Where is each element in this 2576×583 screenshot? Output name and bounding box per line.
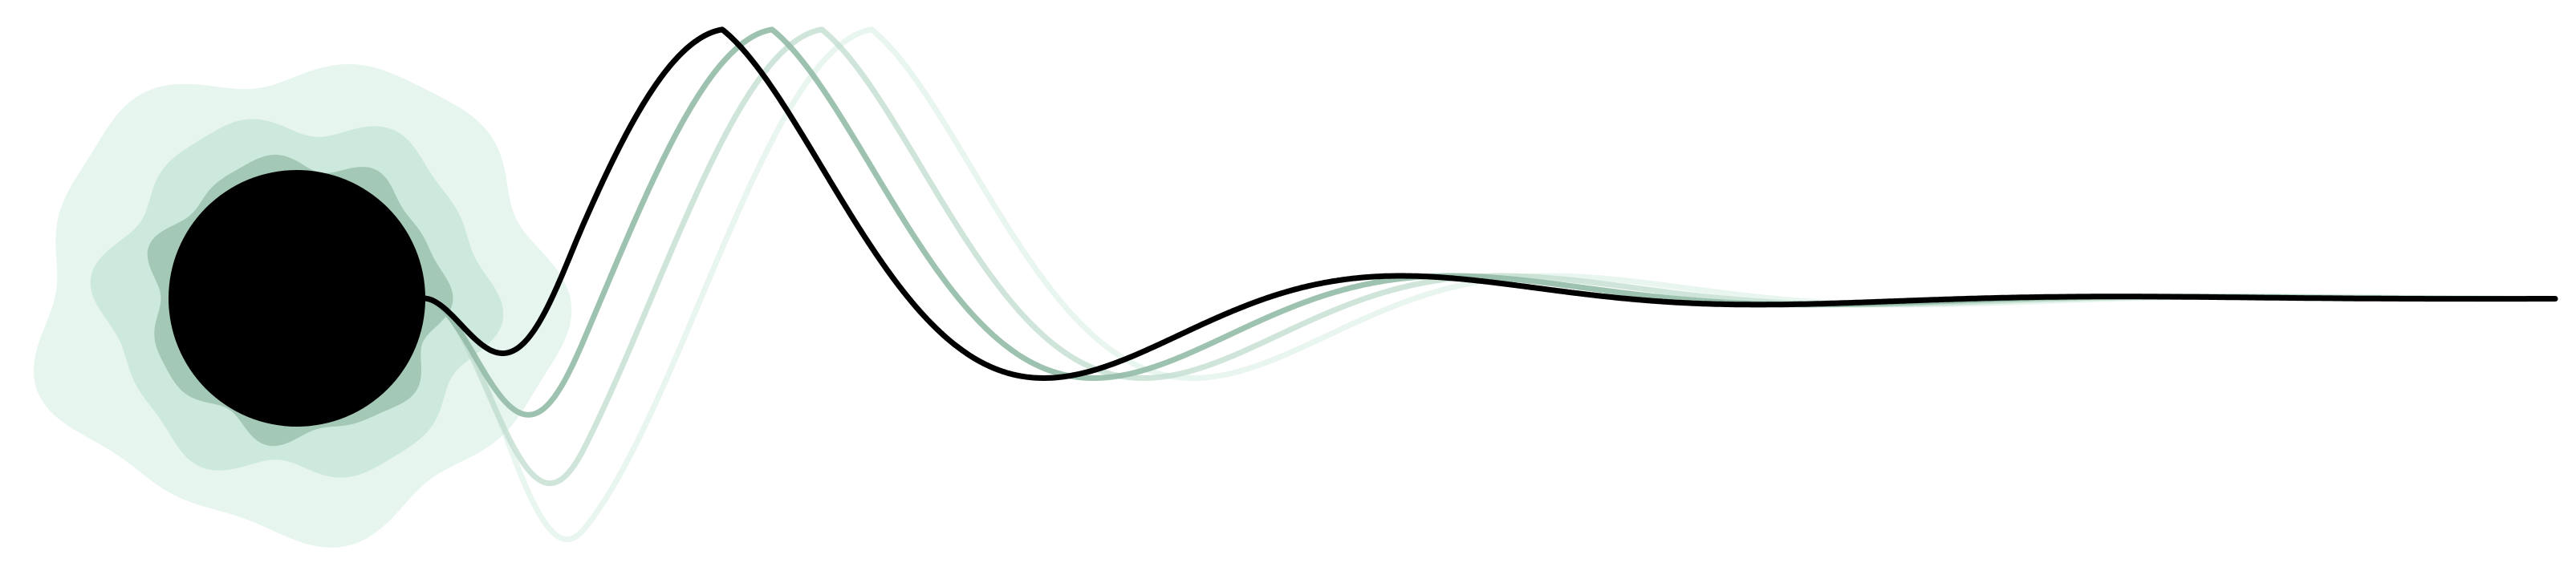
core-circle: [169, 170, 425, 427]
wave-primary: [421, 26, 2558, 381]
wave-echo-1: [421, 26, 2558, 418]
wave-echo-2: [421, 26, 2558, 487]
